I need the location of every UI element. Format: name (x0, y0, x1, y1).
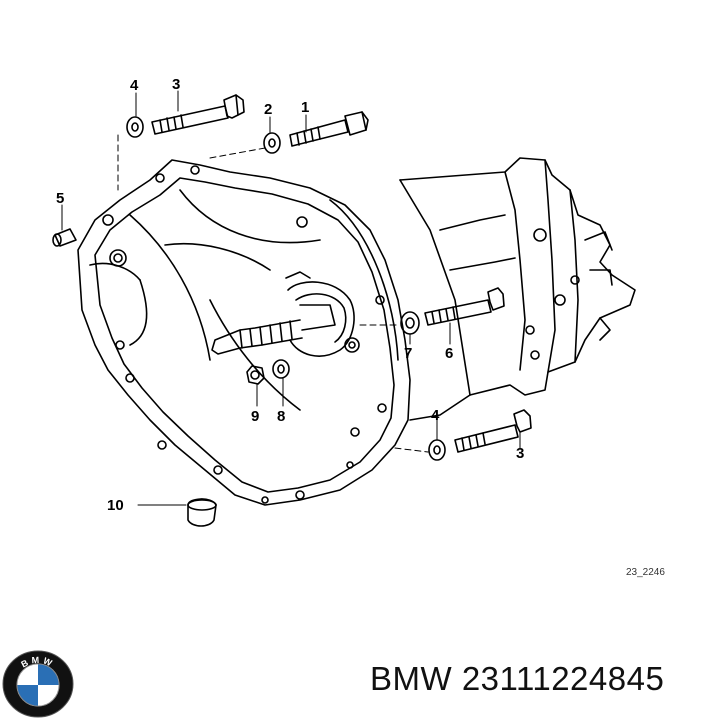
callout-3-lower: 3 (516, 445, 524, 462)
washer-8 (272, 359, 290, 379)
transmission-tail-housing (399, 157, 636, 421)
gearbox-exploded-diagram: 4 3 2 1 5 7 6 9 8 4 3 10 23_2246 (52, 76, 665, 578)
washer-7 (400, 311, 420, 335)
callout-6: 6 (445, 345, 453, 362)
callout-4-top: 4 (130, 77, 139, 94)
bmw-logo: BMW (2, 650, 74, 718)
callout-1: 1 (301, 99, 309, 116)
bolt-6 (424, 287, 505, 326)
dowel-sleeve-5 (52, 228, 77, 247)
washer-4-top (126, 116, 144, 138)
drawing-reference: 23_2246 (626, 567, 665, 578)
part-caption: BMW 23111224845 (370, 660, 664, 698)
callout-4-lower: 4 (431, 407, 440, 424)
bolt-3-top (151, 94, 245, 135)
washer-2 (263, 132, 281, 154)
leader-lines (61, 90, 521, 506)
callout-8: 8 (277, 408, 285, 425)
plug-10 (187, 498, 217, 527)
bolt-3-lower (454, 409, 532, 453)
washer-4-lower (428, 439, 446, 461)
brand-name: BMW (370, 660, 453, 697)
part-number: 23111224845 (461, 660, 665, 697)
bell-housing (77, 159, 411, 506)
input-shaft (211, 281, 355, 357)
callout-9: 9 (251, 408, 259, 425)
callout-2: 2 (264, 101, 272, 118)
callout-5: 5 (56, 190, 64, 207)
callout-3-top: 3 (172, 76, 180, 93)
callout-7: 7 (404, 345, 412, 362)
nut-9 (246, 365, 265, 385)
bolt-1 (289, 111, 369, 147)
callout-10: 10 (107, 497, 124, 514)
